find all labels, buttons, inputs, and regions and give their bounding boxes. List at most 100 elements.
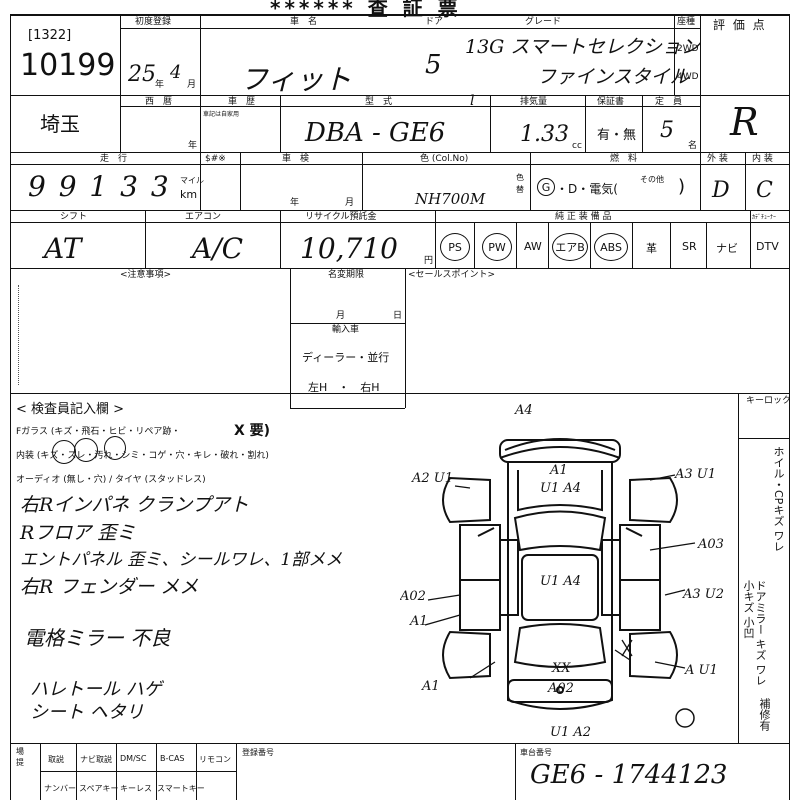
history-note: 車記は自家用 (203, 111, 240, 118)
name-change-label: 名変期限 (328, 270, 365, 280)
fuel-other: その他 (640, 175, 664, 184)
drive-label: 座種 (677, 17, 696, 27)
legend-mirror: ドアミラー キズ ワレ (754, 580, 767, 686)
col-line (362, 152, 363, 210)
col-line (515, 743, 516, 800)
model-value: DBA - GE6 (305, 118, 446, 148)
item-smart-key: スマートキー (157, 784, 205, 793)
car-name-value: フィット (240, 63, 352, 96)
color-label: 色 (Col.No) (420, 154, 469, 164)
col-line (530, 152, 531, 210)
col-line (706, 222, 707, 268)
sm-label: $#※ (205, 154, 226, 164)
exterior-label: 外 装 (707, 154, 728, 164)
dotted-guide (18, 285, 25, 385)
col-line (590, 222, 591, 268)
hand-note-4: 右R フェンダー メメ (20, 576, 199, 598)
doors-value: 5 (425, 50, 442, 80)
interior-condition-line: 内装 (キズ・スレ・汚れ・シミ・コゲ・穴・キレ・破れ・割れ) (16, 451, 269, 461)
reg-label: 登録番号 (242, 748, 274, 757)
top-border (10, 14, 790, 16)
glass-line: Fガラス (キズ・飛石・ヒビ・リペア跡・ (16, 427, 181, 437)
grade-line2: ファインスタイル (537, 66, 689, 88)
item-manual: 取説 (48, 755, 64, 764)
name-change-day: 日 (393, 311, 403, 321)
hand-note-7: シート ヘタリ (30, 702, 144, 723)
color-change-label: 色替 (516, 173, 524, 194)
col-line (674, 14, 675, 95)
notes-label: <注意事項> (120, 270, 172, 280)
col-line (745, 152, 746, 210)
col-line (405, 268, 406, 408)
row-line (10, 222, 435, 223)
col-line (145, 210, 146, 268)
interior-label: 内 装 (752, 154, 773, 164)
diagram-label: A1 (421, 679, 440, 694)
displacement-value: 1.33 (520, 122, 569, 147)
diagram-label: A1 (549, 463, 568, 478)
registration-label: 初度登録 (135, 17, 172, 27)
import-label: 輸入車 (332, 325, 360, 335)
bottom-side-label: 場提 (16, 747, 24, 767)
row-line (10, 95, 790, 96)
diagram-label: A U1 (684, 663, 718, 678)
diagram-label: A3 U2 (682, 587, 724, 602)
capacity-value: 5 (660, 118, 674, 143)
equip-navi: ナビ (716, 242, 738, 255)
diagram-label: A02 (547, 681, 574, 696)
diagram-label: U1 A4 (540, 574, 581, 589)
grade-label: グレード (525, 17, 562, 27)
history-label: 車 歴 (228, 97, 256, 107)
mark-circle (104, 436, 126, 460)
month-mark: 月 (187, 80, 197, 90)
car-diagram: A4 A1 U1 A4 A2 U1 A3 U1 A03 U1 A4 A02 A1… (400, 403, 724, 740)
model-label: 型 式 (365, 97, 393, 107)
year-mark: 年 (155, 80, 165, 90)
warranty-value: 有・無 (597, 128, 637, 143)
item-spare-key: スペアキー (79, 784, 119, 793)
col-line (700, 14, 701, 152)
row-line (10, 268, 790, 269)
capacity-label: 定 員 (655, 97, 683, 107)
col-line (435, 210, 436, 268)
drive-2wd: 2WD (677, 44, 699, 54)
shift-value: AT (44, 232, 82, 265)
col-line (738, 393, 739, 743)
glass-need: X 要) (234, 423, 271, 439)
item-dm-sc: DM/SC (120, 754, 147, 763)
western-cal-label: 西 暦 (145, 97, 173, 107)
name-change-month: 月 (336, 311, 346, 321)
row-line (290, 408, 405, 409)
col-line (474, 222, 475, 268)
diagram-label: A4 (514, 403, 533, 418)
fuel-label: 燃 料 (610, 154, 638, 164)
inspector-label: < 検査員記入欄 > (16, 402, 125, 417)
lot-code: [1322] (28, 28, 72, 43)
chassis-value: GE6 - 1744123 (530, 760, 728, 790)
legend-wheel: ホイル・CPキズ ワレ (772, 446, 785, 552)
diagram-label: A1 (409, 614, 428, 629)
col-line (280, 95, 281, 152)
inspection-year-mark: 年 (290, 198, 300, 208)
col-line (490, 95, 491, 152)
legend-repair: 補修有 (758, 698, 771, 731)
col-line (236, 743, 237, 800)
col-line (700, 152, 701, 210)
diagram-label: A2 U1 (411, 471, 453, 486)
sales-point-label: <セールスポイント> (408, 270, 496, 280)
mileage-value: 9 9 1 3 3 (28, 170, 171, 203)
row-line (120, 28, 700, 29)
cc-unit: cc (572, 141, 582, 151)
chassis-label: 車台番号 (520, 748, 552, 757)
color-value: NH700M (415, 190, 486, 208)
mileage-unit-mile: マイル (180, 176, 204, 185)
col-line (200, 14, 201, 95)
equip-ps: PS (440, 233, 470, 261)
col-line (642, 95, 643, 152)
diagram-label: A03 (697, 537, 724, 552)
keylock-label: キーロック (746, 396, 792, 406)
score-label: 評 価 点 (713, 18, 767, 32)
row-line (10, 164, 790, 165)
doors-label: ドア (425, 17, 444, 27)
diagram-label: A3 U1 (674, 467, 716, 482)
